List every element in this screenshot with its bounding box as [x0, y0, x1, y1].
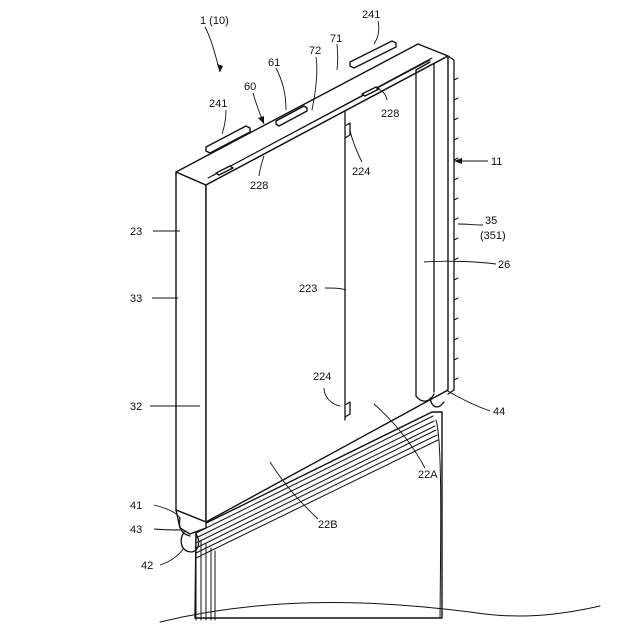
label-41: 41	[130, 500, 142, 512]
label-43: 43	[130, 524, 142, 536]
label-241-left: 241	[209, 98, 227, 110]
label-22A: 22A	[418, 469, 438, 481]
label-241-top: 241	[362, 9, 380, 21]
side-face	[176, 172, 206, 522]
label-224-bottom: 224	[313, 371, 331, 383]
label-23: 23	[130, 226, 142, 238]
label-22B: 22B	[318, 519, 338, 531]
label-223: 223	[299, 283, 317, 295]
label-26: 26	[498, 259, 510, 271]
label-61: 61	[268, 57, 280, 69]
label-72: 72	[309, 45, 321, 57]
label-33: 33	[130, 293, 142, 305]
label-32: 32	[130, 401, 142, 413]
label-60: 60	[244, 81, 256, 93]
label-228-right: 228	[381, 108, 399, 120]
label-35: 35	[485, 215, 497, 227]
label-11: 11	[491, 156, 502, 168]
label-224-top: 224	[352, 166, 370, 178]
label-device: 1 (10)	[200, 15, 229, 27]
label-228-left: 228	[250, 180, 268, 192]
label-44: 44	[493, 406, 505, 418]
label-42: 42	[141, 560, 153, 572]
label-351: (351)	[480, 230, 506, 242]
label-71: 71	[330, 33, 342, 45]
